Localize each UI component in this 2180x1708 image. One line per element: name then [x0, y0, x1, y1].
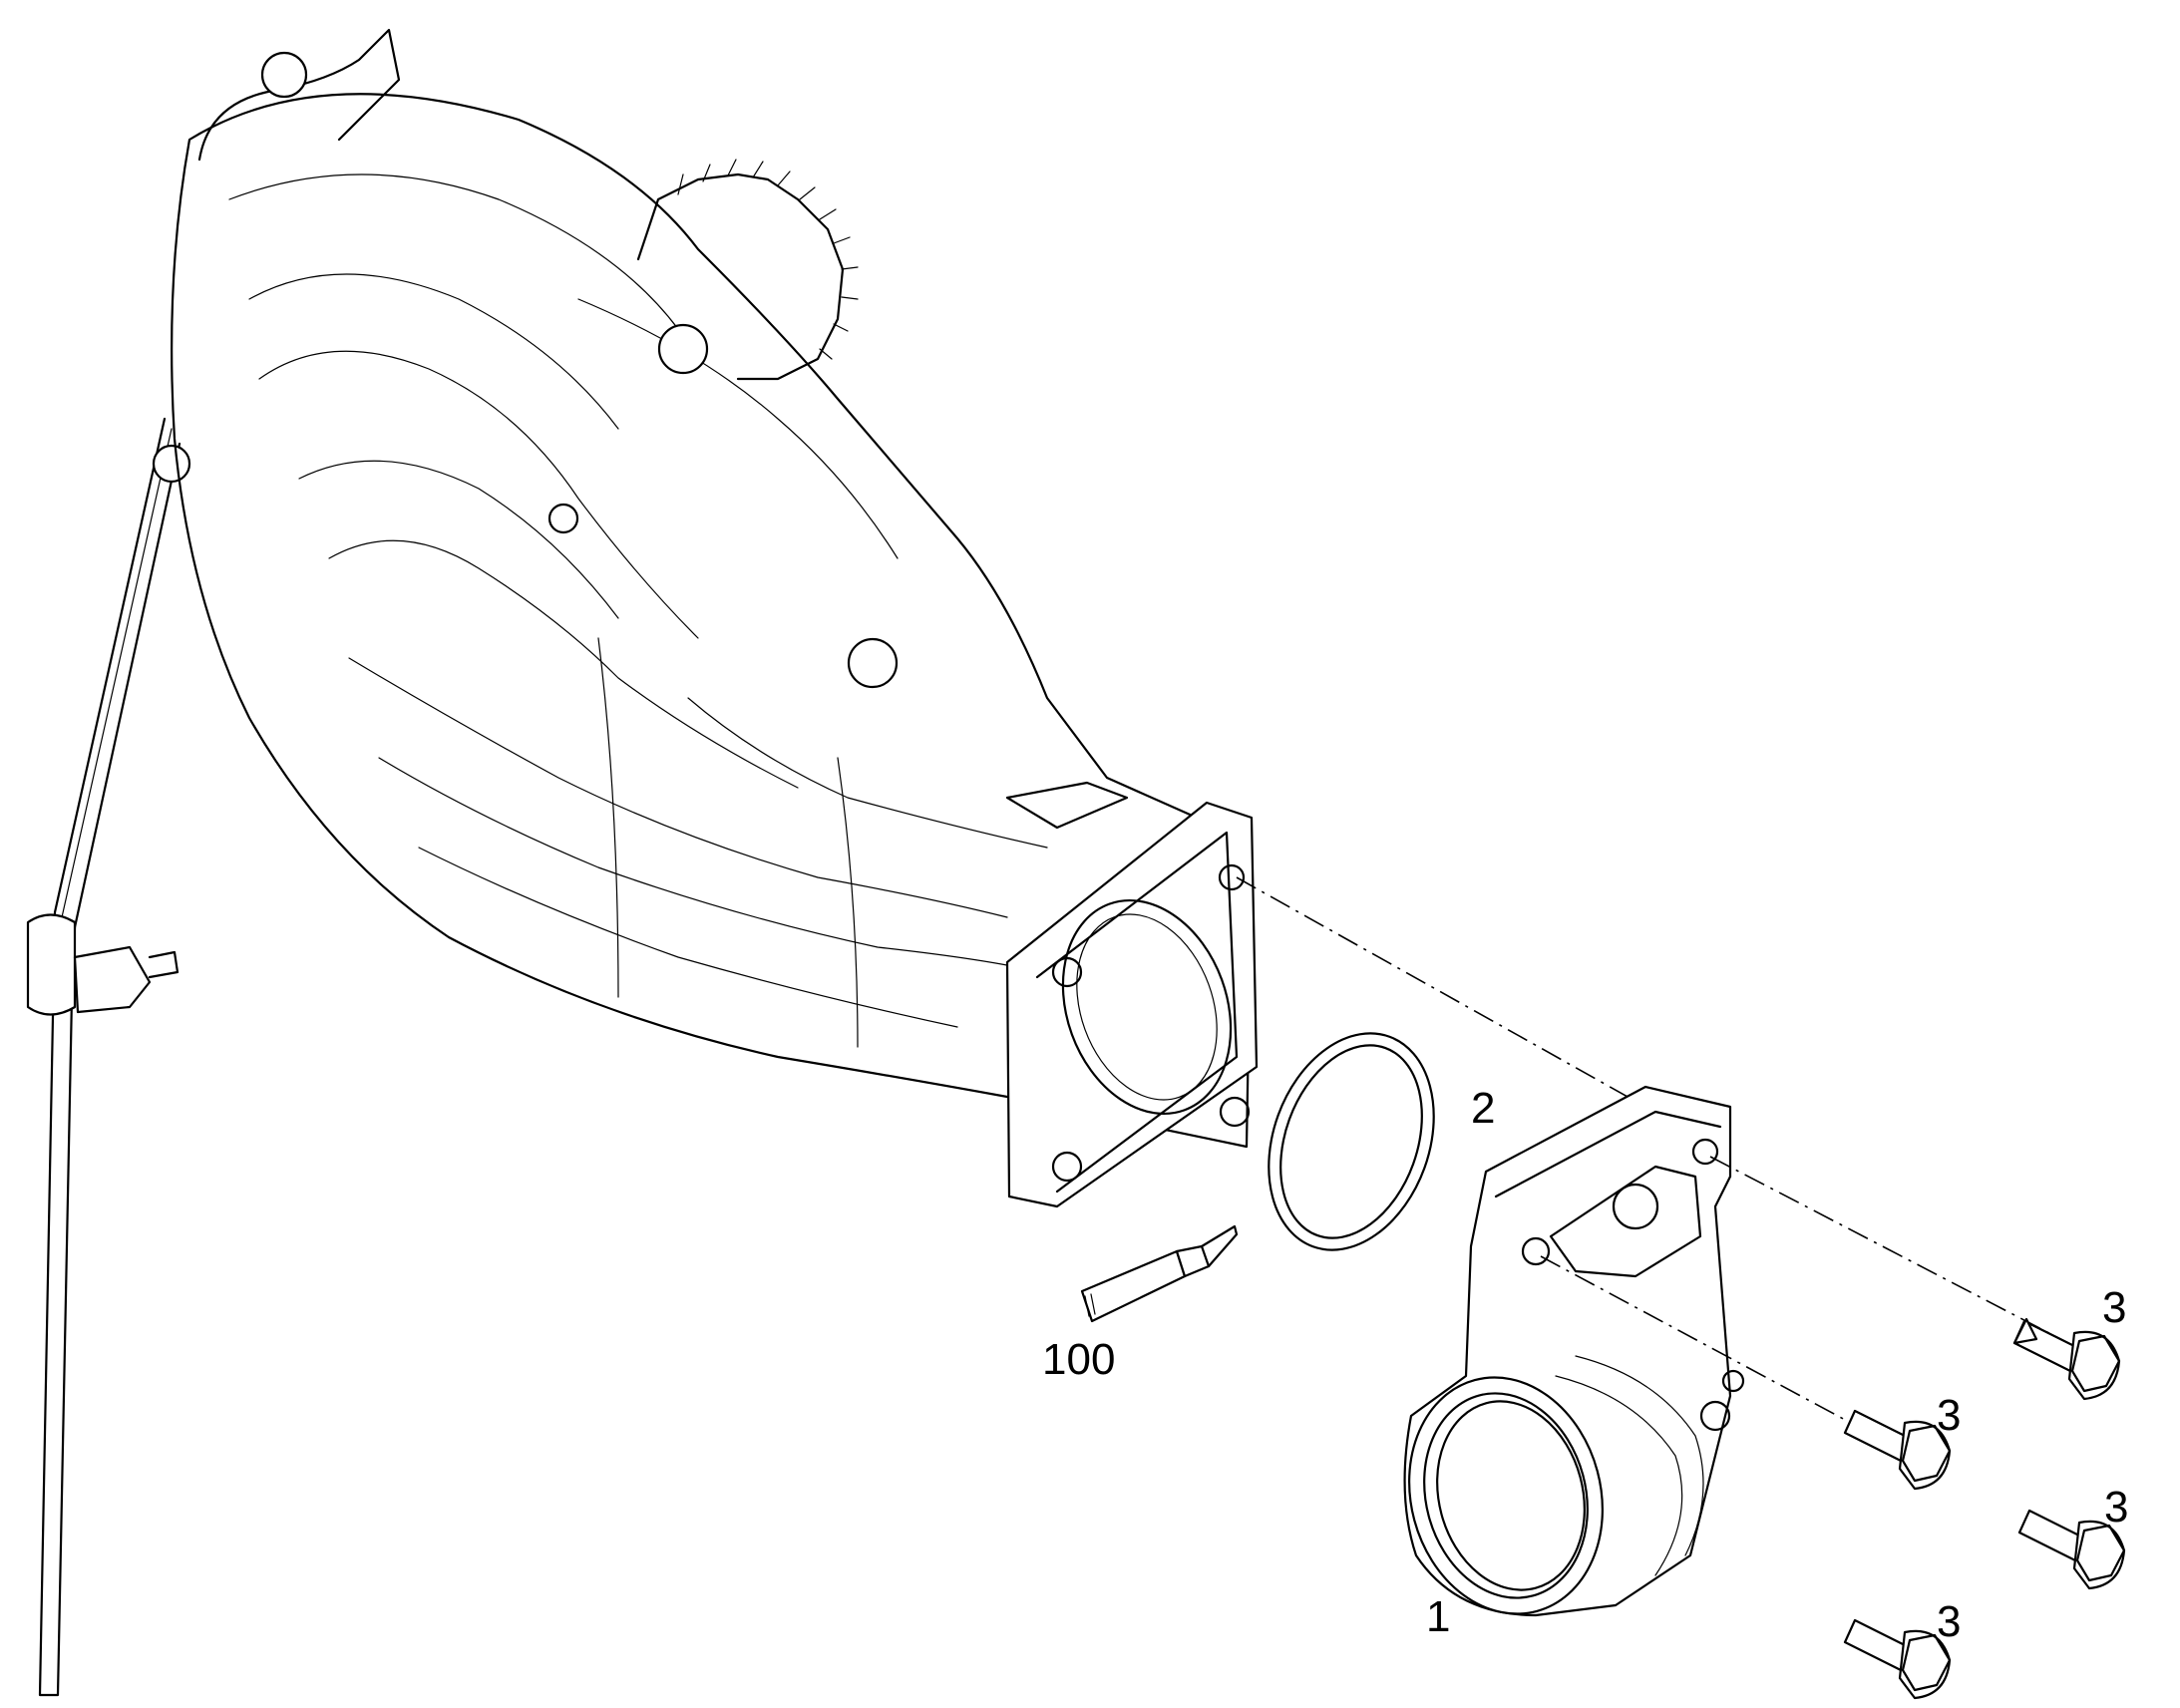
- gasket-ring: [1268, 1032, 1435, 1251]
- manifold-outlet-flange: [1005, 801, 1259, 1208]
- callout-part-3-b: 3: [1937, 1391, 1962, 1440]
- bolt-d: [1843, 1618, 1952, 1700]
- callout-part-3-d: 3: [1937, 1597, 1962, 1646]
- callout-part-2: 2: [1471, 1084, 1496, 1133]
- dipstick-rod: [26, 417, 191, 1697]
- callout-part-3-c: 3: [2104, 1483, 2129, 1532]
- sealant-tube: [1080, 1224, 1239, 1323]
- exhaust-manifold: [171, 28, 1254, 1149]
- bolt-c: [2017, 1509, 2126, 1590]
- bolt-b: [1843, 1409, 1952, 1491]
- bolt-a: [2012, 1317, 2121, 1401]
- callout-part-3-a: 3: [2102, 1283, 2127, 1332]
- outlet-elbow: [1403, 1085, 1745, 1617]
- callout-part-1: 1: [1426, 1592, 1451, 1641]
- callout-part-100: 100: [1042, 1335, 1116, 1384]
- centerline-bolt-upper: [1709, 1156, 2065, 1342]
- centerline-bolt-lower: [1540, 1255, 1876, 1437]
- centerline-flange: [1236, 876, 1646, 1108]
